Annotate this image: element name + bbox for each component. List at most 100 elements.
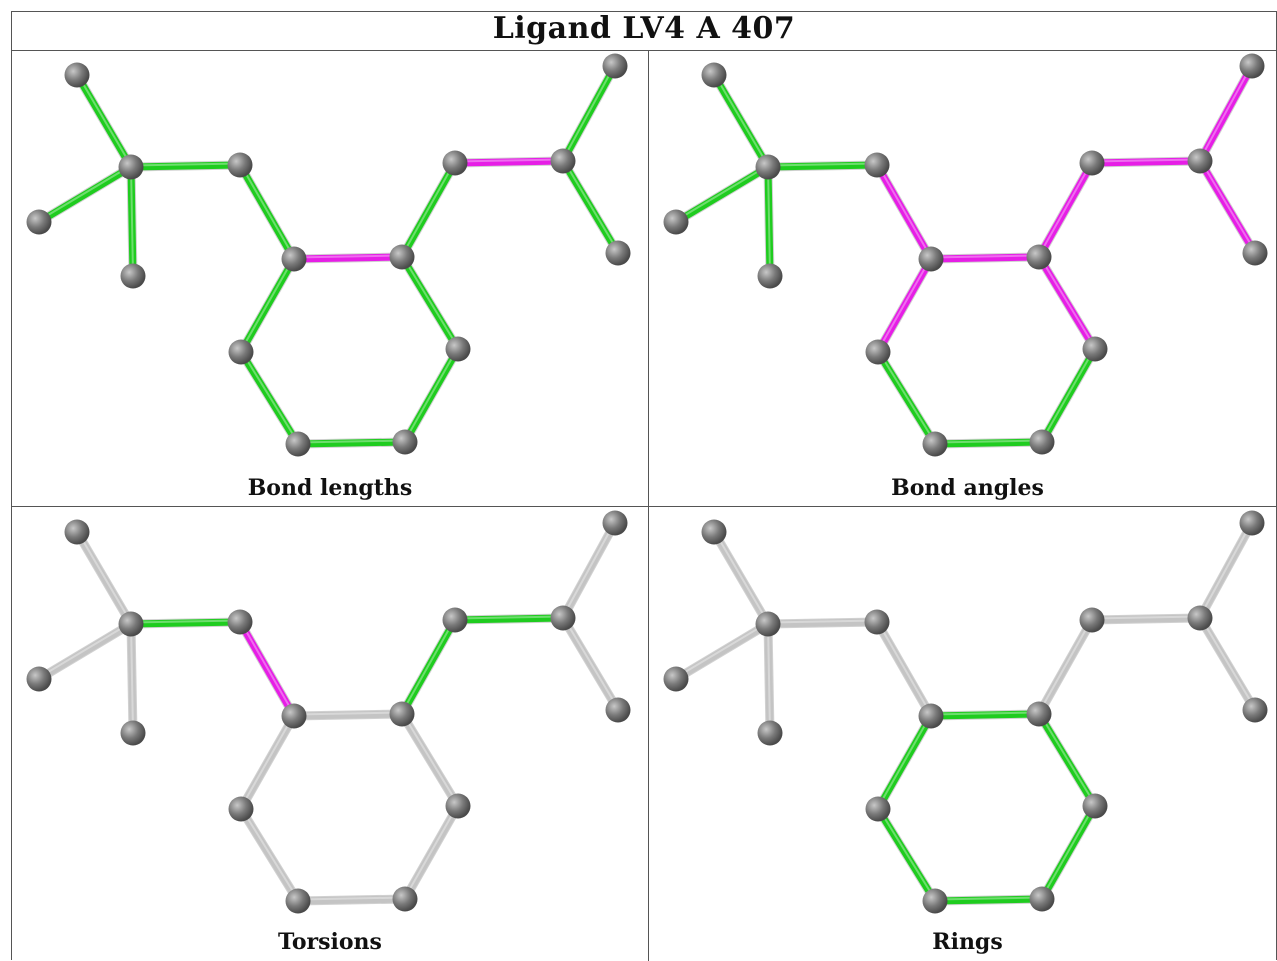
bond	[558, 61, 620, 166]
bond	[236, 254, 299, 357]
atom	[1239, 510, 1265, 536]
atom	[1029, 886, 1055, 912]
atom	[1242, 240, 1268, 266]
atom	[442, 607, 468, 633]
bond	[930, 894, 1047, 906]
bond	[235, 160, 299, 264]
atom	[757, 720, 783, 746]
bond	[1034, 615, 1097, 719]
bond	[709, 70, 773, 172]
bond	[293, 894, 410, 906]
panel-rings: Rings	[649, 507, 1277, 961]
bond	[930, 437, 1047, 449]
atom	[605, 240, 631, 266]
bond	[671, 619, 773, 684]
bond	[34, 162, 136, 227]
molecule-diagram	[26, 510, 631, 914]
bond	[873, 804, 940, 906]
atom	[227, 152, 253, 178]
bond	[450, 156, 568, 168]
atom	[701, 62, 727, 88]
figure-frame: Ligand LV4 A 407 Bond lengths Bond angle…	[11, 11, 1277, 961]
bond	[1195, 156, 1260, 258]
bond	[1034, 252, 1100, 354]
atom	[64, 519, 90, 545]
atom	[918, 246, 944, 272]
bond	[763, 160, 882, 172]
bond	[293, 437, 410, 449]
bond	[873, 254, 936, 357]
atom	[602, 510, 628, 536]
atom	[392, 886, 418, 912]
bond	[1195, 613, 1260, 715]
bond	[872, 617, 936, 721]
atom	[442, 150, 468, 176]
panel-bond-lengths: Bond lengths	[12, 50, 649, 507]
bond	[72, 70, 136, 172]
bond	[1034, 709, 1100, 811]
bond	[1195, 61, 1257, 166]
bond	[558, 518, 620, 623]
bond	[72, 527, 136, 629]
bond	[873, 347, 940, 449]
bond	[1037, 801, 1100, 904]
bond	[400, 344, 463, 447]
atom	[864, 152, 890, 178]
panel-caption: Rings	[932, 929, 1003, 955]
atom	[1187, 148, 1213, 174]
bond	[397, 252, 463, 354]
bond	[671, 162, 773, 227]
atom	[757, 263, 783, 289]
atom	[755, 611, 781, 637]
bond	[1034, 158, 1097, 262]
atom	[1187, 605, 1213, 631]
panel-caption: Torsions	[278, 929, 382, 955]
bond	[1195, 518, 1257, 623]
atom	[389, 701, 415, 727]
panel-caption: Bond angles	[891, 475, 1044, 501]
bond	[763, 619, 775, 738]
atom	[445, 793, 471, 819]
atom	[392, 429, 418, 455]
atom	[865, 339, 891, 365]
molecule-diagram	[663, 53, 1268, 457]
atom	[755, 154, 781, 180]
bond	[763, 162, 775, 281]
atom	[285, 431, 311, 457]
atom	[228, 339, 254, 365]
atom	[285, 888, 311, 914]
atom	[550, 148, 576, 174]
atom	[1079, 150, 1105, 176]
atom	[26, 209, 52, 235]
atom	[1026, 701, 1052, 727]
atom	[918, 703, 944, 729]
atom	[1082, 336, 1108, 362]
atom	[1026, 244, 1052, 270]
bond	[1087, 613, 1205, 625]
atom	[605, 697, 631, 723]
atom	[550, 605, 576, 631]
bond	[34, 619, 136, 684]
atom	[602, 53, 628, 79]
bond	[289, 252, 407, 264]
atom	[118, 154, 144, 180]
panel-torsions: Torsions	[12, 507, 649, 961]
atom	[663, 209, 689, 235]
bond	[1087, 156, 1205, 168]
atom	[922, 431, 948, 457]
bond	[763, 617, 882, 629]
atom	[389, 244, 415, 270]
bond	[126, 619, 138, 738]
atom	[64, 62, 90, 88]
bond	[926, 709, 1044, 721]
bond	[558, 156, 623, 258]
bond	[450, 613, 568, 625]
atom	[864, 609, 890, 635]
atom	[701, 519, 727, 545]
atom	[663, 666, 689, 692]
bond	[400, 801, 463, 904]
bond	[558, 613, 623, 715]
atom	[120, 263, 146, 289]
atom	[865, 796, 891, 822]
atom	[1079, 607, 1105, 633]
